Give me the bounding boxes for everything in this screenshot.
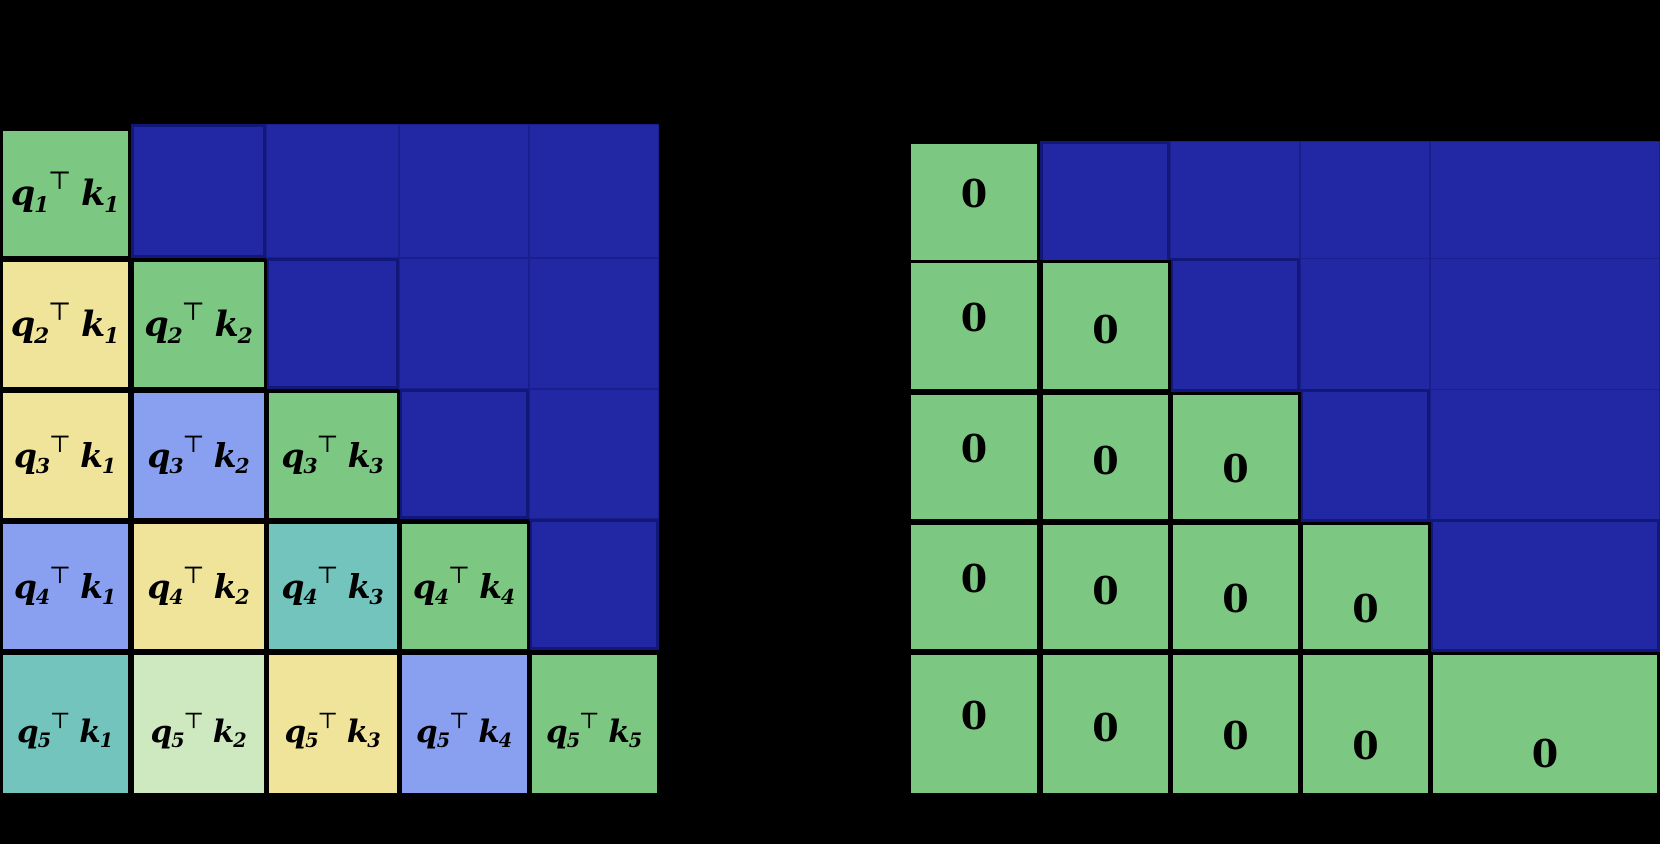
zero-label: 0: [1092, 307, 1119, 352]
zero-cell: 0: [1040, 392, 1171, 522]
zero-cell: 0: [1040, 652, 1171, 796]
zero-cell: 0: [1170, 392, 1301, 522]
masked-cell: [529, 519, 659, 650]
zero-label: 0: [960, 171, 988, 216]
zero-cell: 0: [908, 141, 1040, 263]
masked-cell: [529, 124, 659, 258]
masked-cell: [1170, 258, 1300, 392]
zero-label: 0: [1531, 731, 1559, 776]
zero-label: 0: [960, 556, 988, 601]
masked-cell: [1430, 519, 1660, 652]
masked-cell: [1300, 141, 1430, 263]
zero-cell: 0: [1170, 522, 1301, 652]
zero-label: 0: [960, 295, 988, 340]
masked-cell: [529, 258, 659, 389]
masked-cell: [266, 258, 399, 389]
masked-cell: [1430, 389, 1660, 522]
zero-cell: 0: [1300, 652, 1431, 796]
zero-cell: 0: [908, 652, 1040, 796]
zero-label: 0: [1092, 568, 1119, 613]
masked-cell: [1170, 141, 1300, 263]
zero-cell: 0: [1170, 652, 1301, 796]
masked-cell: [1300, 389, 1430, 522]
zero-label: 0: [1222, 446, 1249, 491]
masked-cell: [131, 124, 266, 258]
masked-cell: [399, 258, 529, 389]
masked-cell: [1040, 141, 1170, 263]
masked-cell: [266, 124, 399, 258]
zero-cell: 0: [1300, 522, 1431, 652]
zero-label: 0: [960, 693, 988, 738]
masked-cell: [1430, 258, 1660, 392]
zero-label: 0: [1222, 713, 1249, 758]
zero-cell: 0: [1040, 260, 1171, 392]
masked-cell: [1300, 258, 1430, 392]
zero-label: 0: [1092, 438, 1119, 483]
zero-label: 0: [1352, 723, 1379, 768]
zero-label: 0: [960, 426, 988, 471]
masked-cell: [529, 389, 659, 519]
zero-cell: 0: [908, 392, 1040, 522]
masked-cell: [1430, 141, 1660, 263]
zero-label: 0: [1092, 705, 1119, 750]
masked-cell: [399, 389, 529, 519]
zero-cell: 0: [908, 522, 1040, 652]
zero-cell: 0: [908, 260, 1040, 392]
zero-cell: 0: [1040, 522, 1171, 652]
zero-label: 0: [1352, 586, 1379, 631]
masked-cell: [399, 124, 529, 258]
zero-cell: 0: [1430, 652, 1660, 796]
zero-label: 0: [1222, 576, 1249, 621]
